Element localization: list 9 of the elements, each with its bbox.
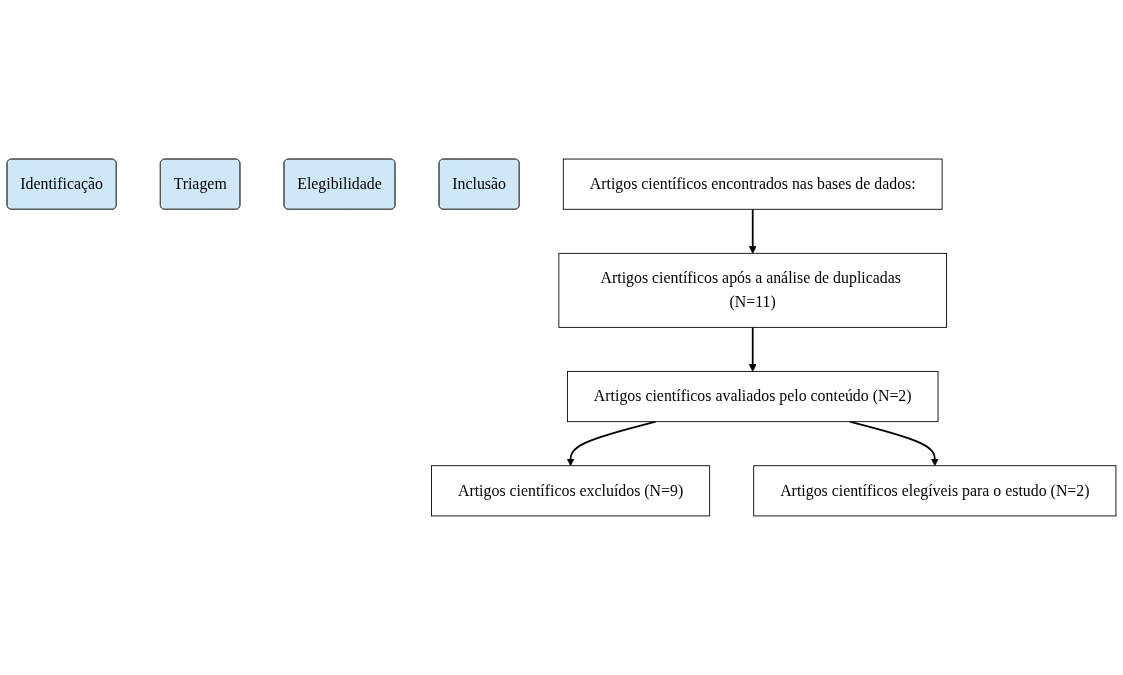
- node-box: Artigos científicos excluídos (N=9): [431, 465, 711, 517]
- node-box: Artigos científicos encontrados nas bases de dados:: [562, 158, 943, 210]
- arrow: [566, 420, 657, 467]
- arrow: [748, 208, 757, 254]
- arrow: [748, 326, 757, 372]
- node-box: Artigos científicos após a análise de duplicadas (N=11): [558, 252, 948, 328]
- node-box: Artigos científicos elegíveis para o estudo (N=2): [753, 465, 1117, 517]
- arrow: [848, 420, 939, 467]
- node-box: Artigos científicos avaliados pelo conteúdo (N=2): [566, 371, 939, 423]
